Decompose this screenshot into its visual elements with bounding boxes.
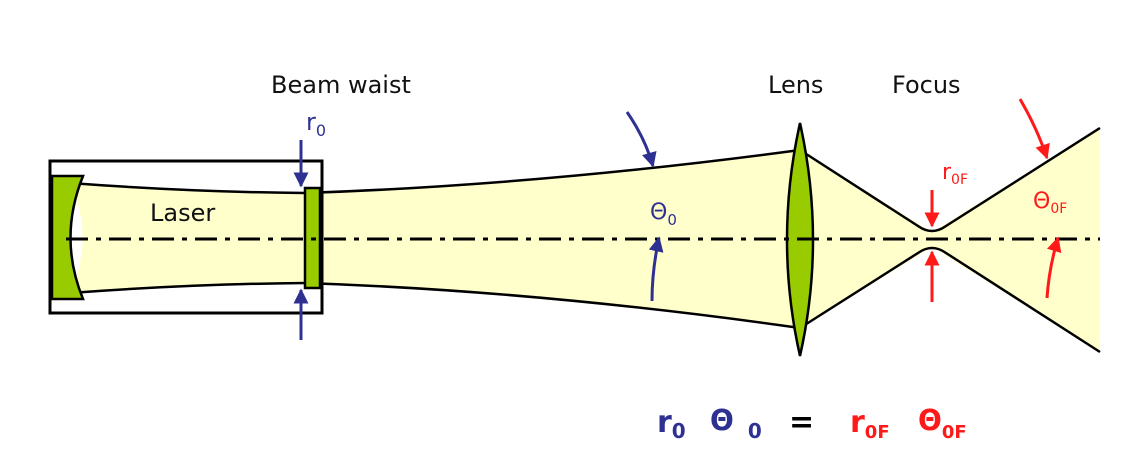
theta0f-arrow-top [1018, 98, 1050, 160]
beam-edge-top [304, 148, 801, 195]
r0f-label: r0F [942, 160, 968, 188]
beam-edge-bottom [304, 281, 801, 330]
laser-label: Laser [150, 199, 215, 227]
beam-edge-top-laser [69, 181, 306, 195]
beam-inside-laser [70, 183, 305, 293]
r0-label: r0 [306, 108, 326, 140]
equation-theta0f: Θ0F [918, 404, 967, 443]
theta0-arrow-top [625, 111, 657, 168]
beam-waist-label: Beam waist [271, 71, 411, 99]
equation-r0: r0 [657, 405, 686, 443]
equation-equals: = [789, 405, 814, 440]
theta0f-label: Θ0F [1033, 189, 1067, 217]
beam-edge-bottom-laser [69, 281, 306, 295]
beam-converging-diverging [800, 128, 1100, 352]
theta0-label: Θ0 [650, 200, 677, 229]
focus-edge-bottom [799, 246, 1101, 354]
theta0-arrow-bottom [648, 236, 664, 302]
focus-edge-top [799, 126, 1101, 233]
laser-housing [48, 159, 324, 315]
focus-label: Focus [892, 71, 961, 99]
equation-r0f: r0F [850, 405, 890, 443]
lens-label: Lens [768, 71, 823, 99]
theta0f-arrow-bottom [1045, 236, 1062, 299]
